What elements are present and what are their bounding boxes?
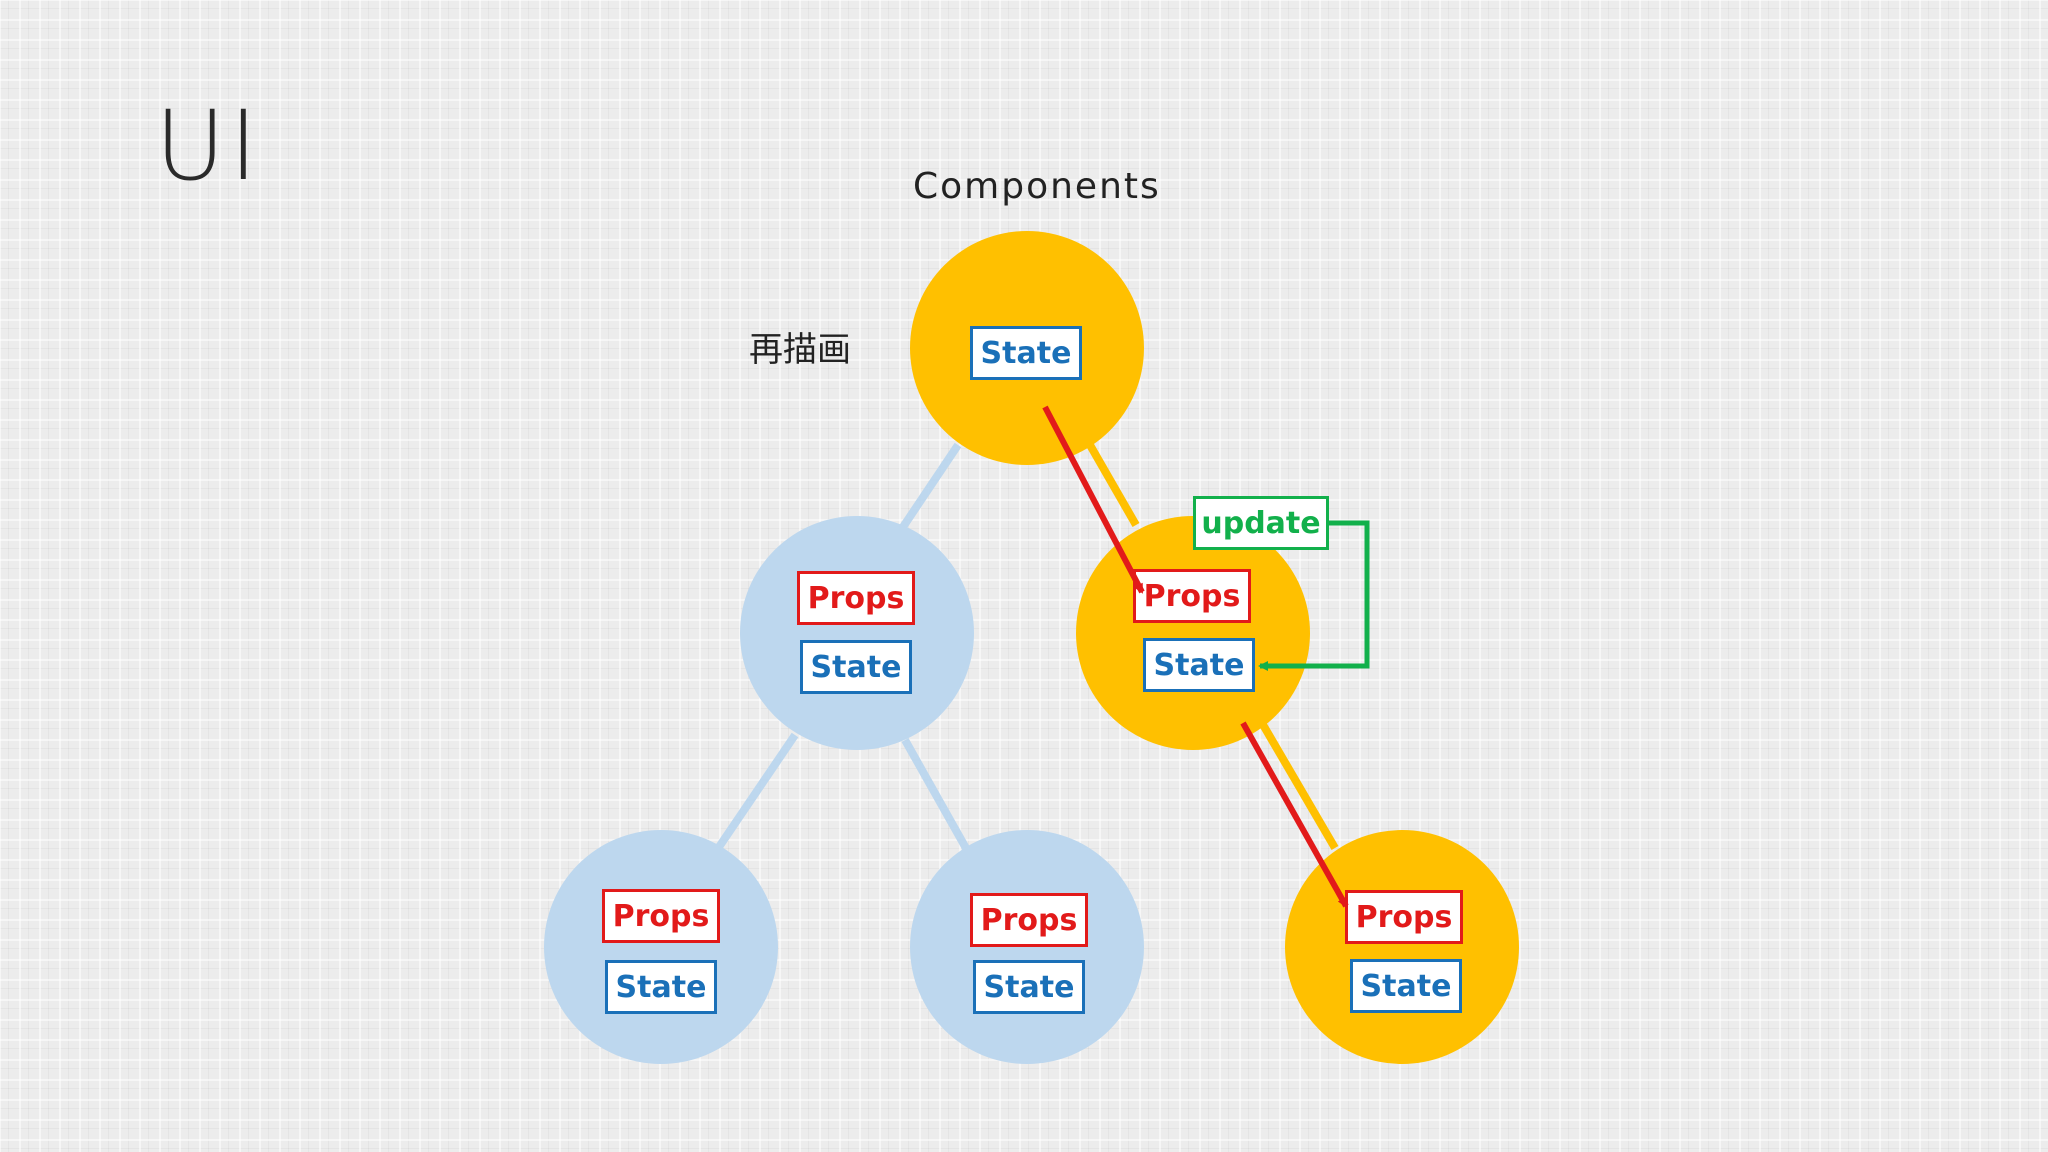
left-props-box: Props	[797, 571, 915, 625]
component-node-left	[740, 516, 974, 750]
left-right-props-box: Props	[970, 893, 1088, 947]
slide-title: UI	[155, 90, 262, 202]
update-box: update	[1193, 496, 1329, 550]
edge-root-left	[899, 442, 962, 530]
edge-left-leftright	[901, 738, 971, 852]
left-left-state-box: State	[605, 960, 717, 1014]
edge-right-child	[1258, 720, 1339, 851]
component-node-right	[1076, 516, 1310, 750]
component-node-left-left	[544, 830, 778, 1064]
edge-root-right	[1086, 443, 1140, 527]
left-right-state-box: State	[973, 960, 1085, 1014]
update-arrow	[1258, 520, 1370, 671]
props-arrow-root-to-right	[1042, 405, 1145, 594]
components-label: Components	[913, 166, 1161, 207]
left-left-props-box: Props	[602, 889, 720, 943]
right-props-box: Props	[1133, 569, 1251, 623]
right-child-state-box: State	[1350, 959, 1462, 1013]
component-node-left-right	[910, 830, 1144, 1064]
root-state-box: State	[970, 326, 1082, 380]
props-arrow-right-to-child	[1240, 721, 1349, 908]
right-state-box: State	[1143, 638, 1255, 692]
right-child-props-box: Props	[1345, 890, 1463, 944]
left-state-box: State	[800, 640, 912, 694]
rerender-label: 再描画	[749, 330, 851, 370]
edge-left-leftleft	[715, 732, 799, 850]
